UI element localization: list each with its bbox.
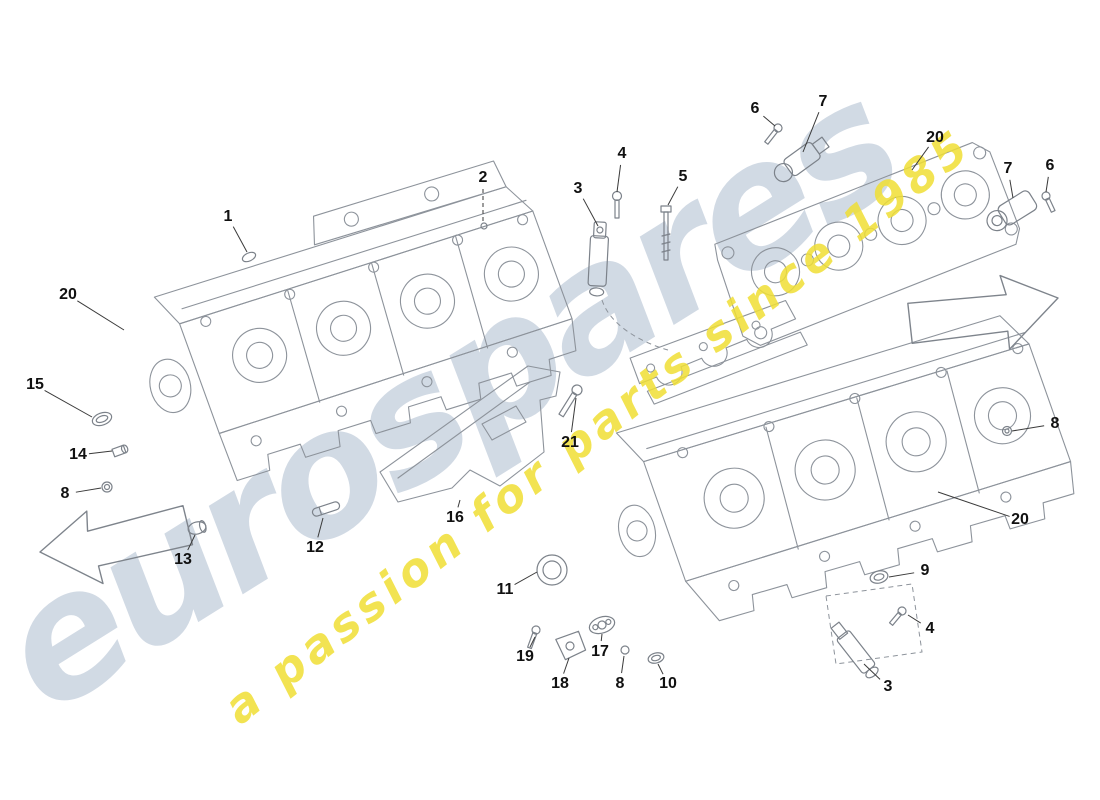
callout-19[interactable]: 19 (516, 648, 534, 665)
callout-leader-19 (529, 636, 536, 648)
bolt-19 (527, 625, 541, 650)
direction-arrow-left-icon (39, 504, 194, 585)
camshaft-housing-art (714, 142, 1021, 346)
callout-14[interactable]: 14 (69, 446, 87, 463)
callout-leader-3 (582, 198, 599, 227)
o-ring-10 (647, 652, 665, 664)
callout-leader-18 (563, 657, 570, 674)
callout-18[interactable]: 18 (551, 675, 569, 692)
part-8-bottom (620, 645, 630, 655)
callout-leader-12 (317, 517, 324, 538)
callout-leader-4 (907, 614, 921, 624)
callout-leader-8 (621, 655, 625, 674)
callout-leader-14 (88, 450, 113, 455)
cap-11 (536, 554, 568, 586)
callout-6[interactable]: 6 (750, 100, 760, 117)
direction-arrow-right-icon (907, 274, 1059, 350)
callout-leader-20 (911, 146, 929, 171)
impulse-sender-3-top (587, 221, 610, 297)
callout-leader-5 (667, 186, 679, 206)
impulse-sender-3-right (830, 621, 879, 679)
impulse-sender-7-top (773, 136, 830, 183)
callout-4[interactable]: 4 (925, 620, 935, 637)
callout-4[interactable]: 4 (617, 145, 627, 162)
plate-18 (555, 630, 587, 661)
callout-leader-lines (44, 112, 1049, 680)
callout-leader-3 (863, 663, 881, 680)
right-cylinder-head-art (615, 315, 1075, 622)
callout-15[interactable]: 15 (26, 376, 44, 393)
callout-leader-20 (937, 491, 1010, 517)
dowel-pin-12 (311, 501, 341, 517)
part-pin-2 (480, 222, 488, 230)
callout-20[interactable]: 20 (1011, 511, 1029, 528)
bolt-5 (660, 205, 672, 261)
part-seal-1 (241, 251, 257, 263)
callout-leader-10 (657, 663, 664, 675)
callout-leader-7 (1009, 179, 1014, 199)
callout-leader-13 (187, 534, 196, 551)
callout-7[interactable]: 7 (1003, 160, 1013, 177)
callout-5[interactable]: 5 (678, 168, 688, 185)
callout-leader-16 (457, 499, 461, 508)
callout-2[interactable]: 2 (478, 169, 488, 186)
callout-13[interactable]: 13 (174, 551, 192, 568)
callout-20[interactable]: 20 (59, 286, 77, 303)
part-8-left (101, 481, 113, 493)
gasket-17 (588, 615, 616, 635)
baffle-plate-art (379, 365, 561, 503)
callout-leader-15 (44, 389, 93, 418)
part-8-right (1001, 425, 1013, 437)
callout-16[interactable]: 16 (446, 509, 464, 526)
o-ring-9 (869, 570, 889, 584)
sensor-guide-dashes-top (601, 299, 669, 351)
callout-6[interactable]: 6 (1045, 157, 1055, 174)
callout-8[interactable]: 8 (615, 675, 625, 692)
bolt-6-right (1041, 191, 1056, 213)
callout-17[interactable]: 17 (591, 643, 609, 660)
callout-leader-6 (763, 115, 776, 127)
sensor-guide-dashes-bottom (825, 583, 923, 665)
callout-20[interactable]: 20 (926, 129, 944, 146)
bearing-bridge-art (629, 299, 808, 405)
callout-8[interactable]: 8 (1050, 415, 1060, 432)
callout-21[interactable]: 21 (561, 434, 579, 451)
brand-watermark: eurospares (0, 45, 931, 751)
callout-leader-7 (802, 112, 820, 153)
bolt-4-right (888, 606, 907, 626)
callout-leader-8 (1011, 425, 1045, 432)
callout-1[interactable]: 1 (223, 208, 233, 225)
callout-leader-6 (1045, 176, 1049, 193)
callout-3[interactable]: 3 (573, 180, 583, 197)
callout-leader-4 (616, 164, 622, 193)
callout-10[interactable]: 10 (659, 675, 677, 692)
callout-leader-21 (570, 397, 577, 433)
callout-leader-1 (232, 226, 248, 253)
callout-leader-8 (75, 487, 102, 493)
callout-leader-9 (888, 572, 915, 578)
callout-11[interactable]: 11 (496, 581, 514, 598)
callout-leader-17 (600, 633, 603, 642)
callout-8[interactable]: 8 (60, 485, 70, 502)
callout-7[interactable]: 7 (818, 93, 828, 110)
callout-12[interactable]: 12 (306, 539, 324, 556)
callout-3[interactable]: 3 (883, 678, 893, 695)
callout-leader-20 (77, 300, 125, 331)
callout-leader-11 (514, 571, 538, 586)
impulse-sender-7-right (986, 190, 1038, 232)
part-plug-14 (111, 444, 129, 458)
o-ring-15 (91, 411, 113, 427)
callout-9[interactable]: 9 (920, 562, 930, 579)
bolt-21 (558, 384, 583, 418)
